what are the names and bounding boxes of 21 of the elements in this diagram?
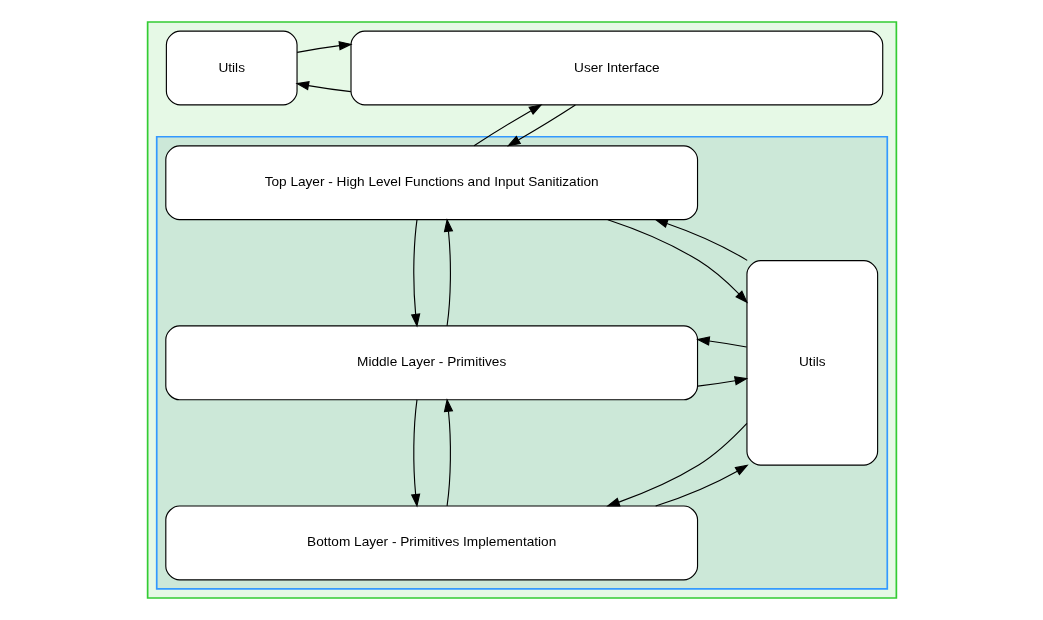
arrow — [410, 399, 420, 508]
arrow — [695, 336, 747, 348]
arrow — [654, 464, 749, 507]
arrow — [653, 219, 748, 261]
arrow — [606, 219, 748, 304]
node-box: Bottom Layer - Primitives Implementation — [164, 505, 698, 581]
arrow — [472, 104, 542, 147]
node-box: Middle Layer - Primitives — [164, 325, 698, 401]
cluster — [146, 21, 897, 599]
arrow — [443, 398, 453, 507]
arrow — [296, 41, 353, 53]
arrow — [506, 104, 576, 147]
arrow — [605, 422, 747, 507]
node-box: Utils — [165, 30, 298, 106]
arrow — [443, 218, 453, 327]
arrow — [410, 219, 420, 328]
node-box: User Interface — [349, 30, 883, 106]
arrow — [696, 376, 748, 387]
node-box: Top Layer - High Level Functions and Input Sanitization — [164, 145, 698, 221]
node-box: Utils — [745, 260, 878, 466]
arrow — [294, 81, 351, 93]
